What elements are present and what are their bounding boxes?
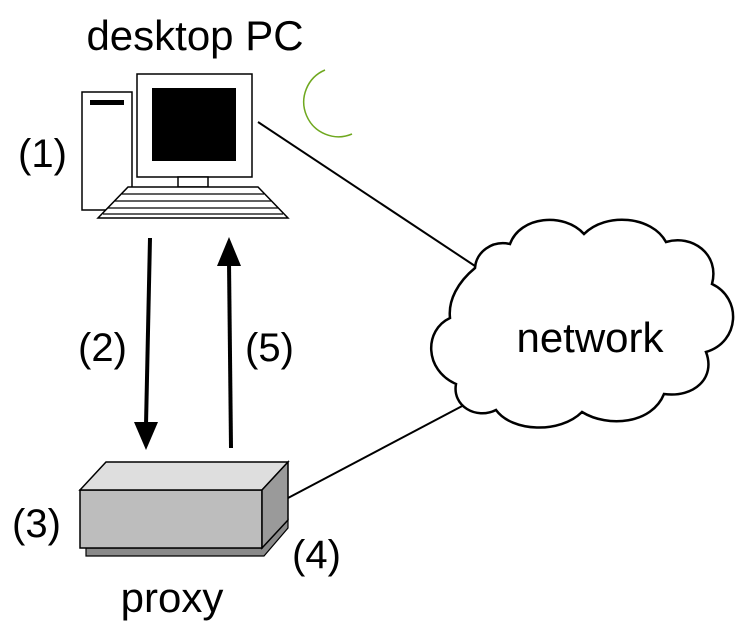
crescent-moon-icon (303, 69, 353, 138)
step-3-label: (3) (12, 502, 61, 546)
proxy-server-box-icon (78, 460, 290, 557)
proxy-network-link (287, 403, 467, 499)
network-label: network (516, 314, 664, 361)
step-5-label: (5) (245, 326, 294, 370)
desktop-pc-label: desktop PC (86, 12, 303, 59)
proxy-label: proxy (121, 574, 224, 621)
step-2-label: (2) (78, 326, 127, 370)
step-1-label: (1) (18, 132, 67, 176)
arrow-up-to-pc (217, 237, 241, 449)
desktop-computer-icon (81, 73, 290, 219)
step-4-label: (4) (292, 533, 341, 577)
cloud-icon (429, 218, 735, 429)
pc-network-link (257, 121, 479, 269)
arrow-down-to-proxy (134, 237, 158, 450)
